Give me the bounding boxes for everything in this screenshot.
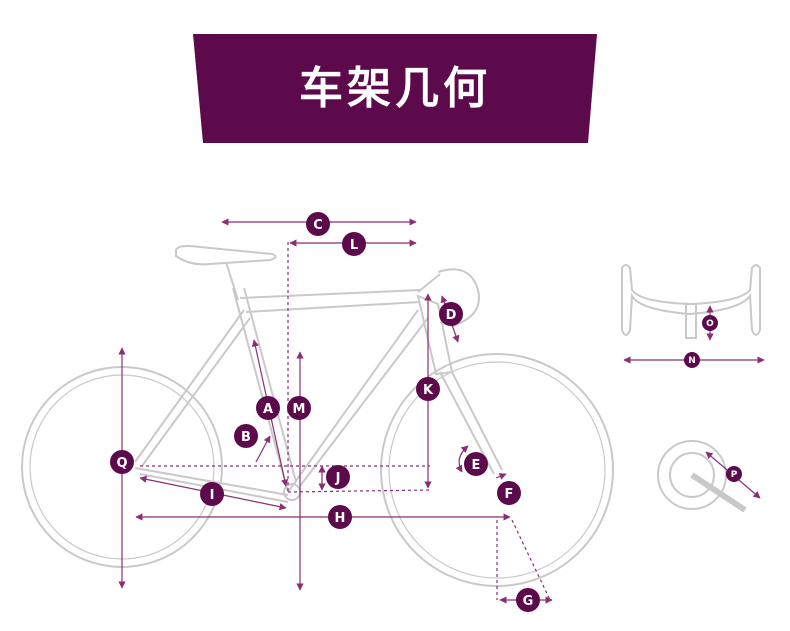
title-banner — [193, 34, 597, 143]
saddle — [175, 245, 277, 266]
svg-text:K: K — [423, 383, 434, 398]
dim-E — [455, 445, 469, 473]
svg-text:D: D — [446, 308, 457, 323]
handlebar-front-view — [621, 264, 761, 336]
svg-text:Q: Q — [116, 456, 127, 471]
badge-P: P — [726, 466, 742, 482]
svg-text:E: E — [472, 458, 481, 473]
svg-text:F: F — [505, 487, 514, 502]
stem-front-view — [685, 303, 697, 339]
svg-text:A: A — [263, 402, 273, 417]
badge-B: B — [234, 424, 258, 448]
front-wheel-inner — [388, 361, 606, 579]
badge-A: A — [256, 396, 280, 420]
stem — [417, 273, 441, 293]
down-tube — [287, 309, 429, 493]
svg-text:J: J — [335, 471, 341, 486]
badge-Q: Q — [110, 450, 134, 474]
svg-text:C: C — [313, 218, 323, 233]
svg-text:G: G — [523, 594, 534, 609]
badge-L: L — [342, 232, 366, 256]
badge-G: G — [516, 588, 540, 612]
badge-E: E — [464, 452, 488, 476]
badge-K: K — [416, 377, 440, 401]
svg-text:I: I — [210, 488, 215, 503]
badge-H: H — [328, 505, 352, 529]
badge-F: F — [497, 481, 521, 505]
svg-text:P: P — [731, 470, 738, 480]
banner-shape — [193, 34, 597, 143]
svg-text:L: L — [350, 238, 358, 253]
label-badges: C L D K A M B Q E J I F H G O N P — [110, 212, 742, 612]
badge-N: N — [684, 352, 700, 368]
badge-J: J — [326, 465, 350, 489]
badge-O: O — [702, 315, 718, 331]
page-title: 车架几何 — [299, 63, 491, 114]
svg-text:H: H — [335, 511, 346, 526]
dim-B — [255, 435, 271, 463]
seat-stay — [134, 309, 251, 467]
top-tube — [239, 289, 421, 313]
badge-C: C — [306, 212, 330, 236]
bicycle-outline — [21, 245, 761, 587]
svg-text:N: N — [688, 356, 696, 366]
handlebar — [437, 268, 480, 328]
badge-D: D — [439, 302, 463, 326]
badge-M: M — [287, 396, 311, 420]
seatpost — [225, 261, 239, 301]
dim-F — [495, 473, 507, 480]
dimension-lines — [118, 218, 765, 604]
svg-text:O: O — [706, 319, 714, 329]
svg-text:M: M — [293, 402, 306, 417]
svg-text:B: B — [241, 430, 251, 445]
badge-I: I — [200, 482, 224, 506]
